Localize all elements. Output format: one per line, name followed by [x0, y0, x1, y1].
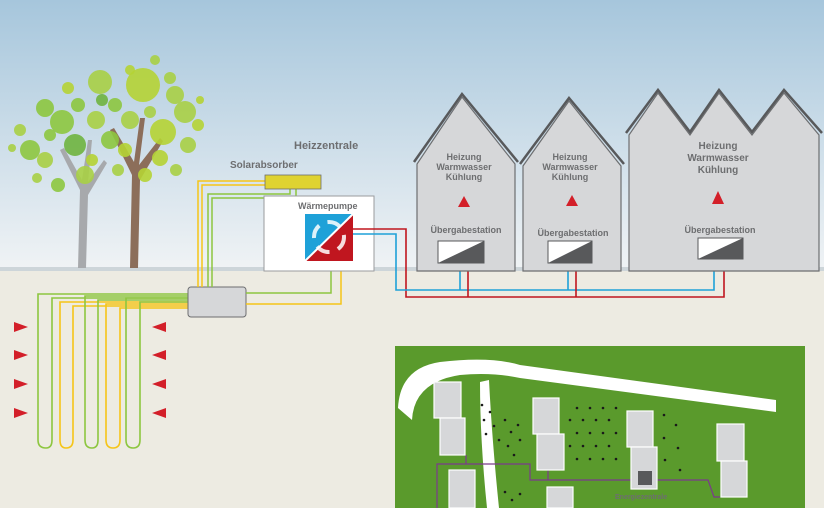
- tree-leaf: [101, 131, 119, 149]
- tree-leaf: [51, 178, 65, 192]
- tree-leaf: [125, 65, 135, 75]
- building-2-station-label: Übergabestation: [537, 228, 608, 238]
- solarabsorber-label: Solarabsorber: [230, 160, 298, 171]
- building-3-station-label: Übergabestation: [684, 225, 755, 235]
- building-2-heizung: Heizung: [553, 152, 588, 162]
- building-2: Heizung Warmwasser Kühlung Übergabestati…: [518, 95, 625, 272]
- tree-leaf: [174, 101, 196, 123]
- building-1-warmwasser: Warmwasser: [436, 162, 492, 172]
- building-3: Heizung Warmwasser Kühlung Übergabestati…: [624, 87, 823, 272]
- tree-leaf: [64, 134, 86, 156]
- tree-leaf: [44, 129, 56, 141]
- building-1-kuehlung: Kühlung: [446, 172, 483, 182]
- tree-leaf: [62, 82, 74, 94]
- building-1-station-icon: [437, 240, 485, 264]
- tree-leaf: [112, 164, 124, 176]
- building-2-warmwasser: Warmwasser: [542, 162, 598, 172]
- tree-leaf: [138, 168, 152, 182]
- tree-leaf: [121, 111, 139, 129]
- tree-leaf: [196, 96, 204, 104]
- tree-leaf: [96, 94, 108, 106]
- tree-leaf: [32, 173, 42, 183]
- geothermal-probes: [37, 293, 188, 449]
- site-plan-trees: [480, 403, 682, 502]
- tree-leaf: [170, 164, 182, 176]
- waermepumpe-icon: [304, 213, 354, 262]
- tree-leaf: [180, 137, 196, 153]
- building-1: Heizung Warmwasser Kühlung Übergabestati…: [412, 91, 519, 272]
- building-1-station-label: Übergabestation: [430, 225, 501, 235]
- tree-leaf: [164, 72, 176, 84]
- building-3-kuehlung: Kühlung: [698, 165, 739, 176]
- building-1-heizung: Heizung: [447, 152, 482, 162]
- tree-leaf: [50, 110, 74, 134]
- tree-leaf: [20, 140, 40, 160]
- building-1-arrow: [458, 196, 470, 207]
- tree-leaf: [150, 119, 176, 145]
- building-3-heizung: Heizung: [699, 141, 738, 152]
- tree-leaf: [118, 143, 132, 157]
- building-2-kuehlung: Kühlung: [552, 172, 589, 182]
- tree-leaf: [152, 150, 168, 166]
- site-plan-road: [398, 359, 776, 420]
- building-3-arrow: [712, 191, 724, 204]
- building-3-station-icon: [697, 237, 744, 260]
- tree-leaf: [8, 144, 16, 152]
- tree-leaf: [192, 119, 204, 131]
- solar-absorber: [264, 174, 322, 190]
- tree-leaf: [144, 106, 156, 118]
- site-plan: Energiezentrale: [395, 346, 805, 508]
- waermepumpe-label: Wärmepumpe: [298, 201, 358, 211]
- distributor-box: [187, 286, 247, 318]
- tree-leaf: [14, 124, 26, 136]
- tree-leaf: [126, 68, 160, 102]
- ground-line: [0, 267, 824, 271]
- site-plan-buildings: [433, 381, 748, 508]
- site-plan-path: [480, 380, 499, 508]
- energiezentrale-marker: [638, 471, 652, 485]
- tree-leaf: [76, 166, 94, 184]
- tree-leaf: [71, 98, 85, 112]
- building-3-warmwasser: Warmwasser: [687, 153, 748, 164]
- tree-leaf: [36, 99, 54, 117]
- trees: [8, 55, 204, 268]
- tree-leaf: [108, 98, 122, 112]
- heizzentrale-label: Heizzentrale: [294, 140, 358, 152]
- tree-leaf: [88, 70, 112, 94]
- building-2-arrow: [566, 195, 578, 206]
- tree-leaf: [150, 55, 160, 65]
- tree-leaf: [86, 154, 98, 166]
- tree-leaf: [37, 152, 53, 168]
- building-2-station-icon: [547, 240, 593, 264]
- energiezentrale-label: Energiezentrale: [615, 494, 667, 501]
- ground-heat-arrows: [14, 322, 166, 418]
- tree-leaf: [166, 86, 184, 104]
- solar-pipes: [197, 180, 297, 287]
- tree-leaf: [87, 111, 105, 129]
